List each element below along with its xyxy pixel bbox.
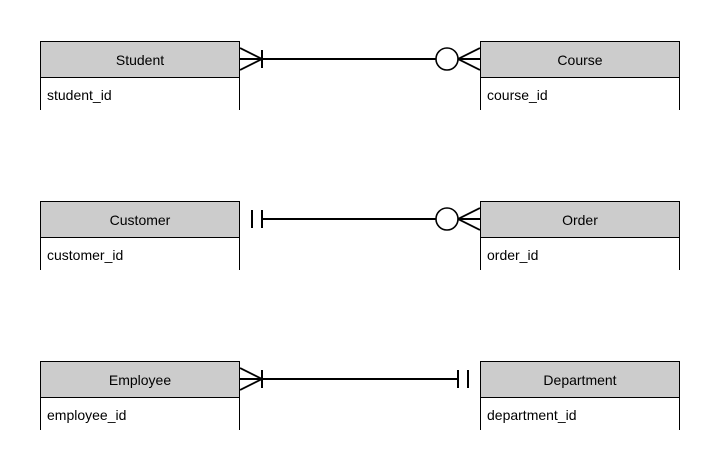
entity-customer-title: Customer [41, 202, 239, 238]
entity-employee-attribute: employee_id [41, 398, 239, 431]
entity-course-title: Course [481, 42, 679, 78]
student-course-left-crowsfoot-upper [239, 47, 263, 60]
student-course-right-zero-circle [435, 47, 459, 71]
entity-course-attribute: course_id [481, 78, 679, 111]
entity-customer[interactable]: Customer customer_id [40, 201, 240, 271]
entity-order-title: Order [481, 202, 679, 238]
entity-department[interactable]: Department department_id [480, 361, 680, 431]
student-course-left-crowsfoot-lower [239, 58, 263, 71]
entity-department-title: Department [481, 362, 679, 398]
entity-order-attribute: order_id [481, 238, 679, 271]
customer-order-right-crowsfoot-upper [457, 207, 481, 220]
employee-department-left-crowsfoot-upper [239, 367, 263, 380]
entity-student-attribute: student_id [41, 78, 239, 111]
customer-order-right-zero-circle [435, 207, 459, 231]
entity-order[interactable]: Order order_id [480, 201, 680, 271]
entity-course[interactable]: Course course_id [480, 41, 680, 111]
employee-department-left-crowsfoot-lower [239, 378, 263, 391]
entity-student[interactable]: Student student_id [40, 41, 240, 111]
entity-department-attribute: department_id [481, 398, 679, 431]
customer-order-right-crowsfoot-lower [457, 218, 481, 231]
entity-employee-title: Employee [41, 362, 239, 398]
student-course-right-crowsfoot-upper [457, 47, 481, 60]
entity-customer-attribute: customer_id [41, 238, 239, 271]
student-course-right-crowsfoot-lower [457, 58, 481, 71]
entity-employee[interactable]: Employee employee_id [40, 361, 240, 431]
entity-student-title: Student [41, 42, 239, 78]
